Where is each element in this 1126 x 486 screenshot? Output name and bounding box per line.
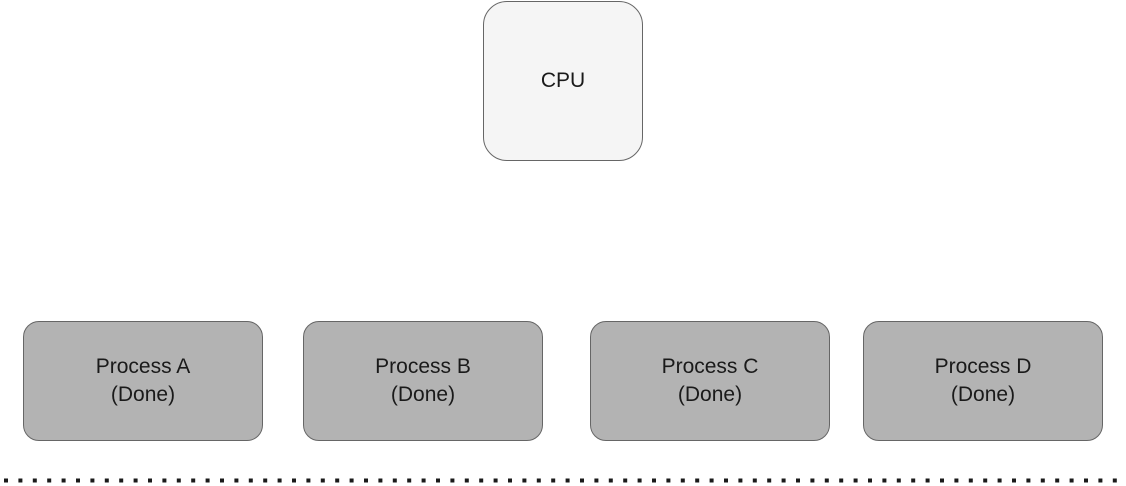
process-c-name: Process C: [661, 355, 759, 378]
process-a-node: Process A (Done): [23, 321, 263, 441]
process-b-status: (Done): [390, 383, 456, 406]
process-a-status: (Done): [110, 383, 176, 406]
dotted-separator-line: [4, 478, 1126, 483]
process-c-node: Process C (Done): [590, 321, 830, 441]
process-a-name: Process A: [95, 355, 191, 378]
process-c-status: (Done): [677, 383, 743, 406]
process-d-status: (Done): [950, 383, 1016, 406]
cpu-label: CPU: [540, 69, 586, 92]
process-d-name: Process D: [934, 355, 1032, 378]
cpu-node: CPU: [483, 1, 643, 161]
process-d-node: Process D (Done): [863, 321, 1103, 441]
process-b-node: Process B (Done): [303, 321, 543, 441]
process-b-name: Process B: [375, 355, 471, 378]
